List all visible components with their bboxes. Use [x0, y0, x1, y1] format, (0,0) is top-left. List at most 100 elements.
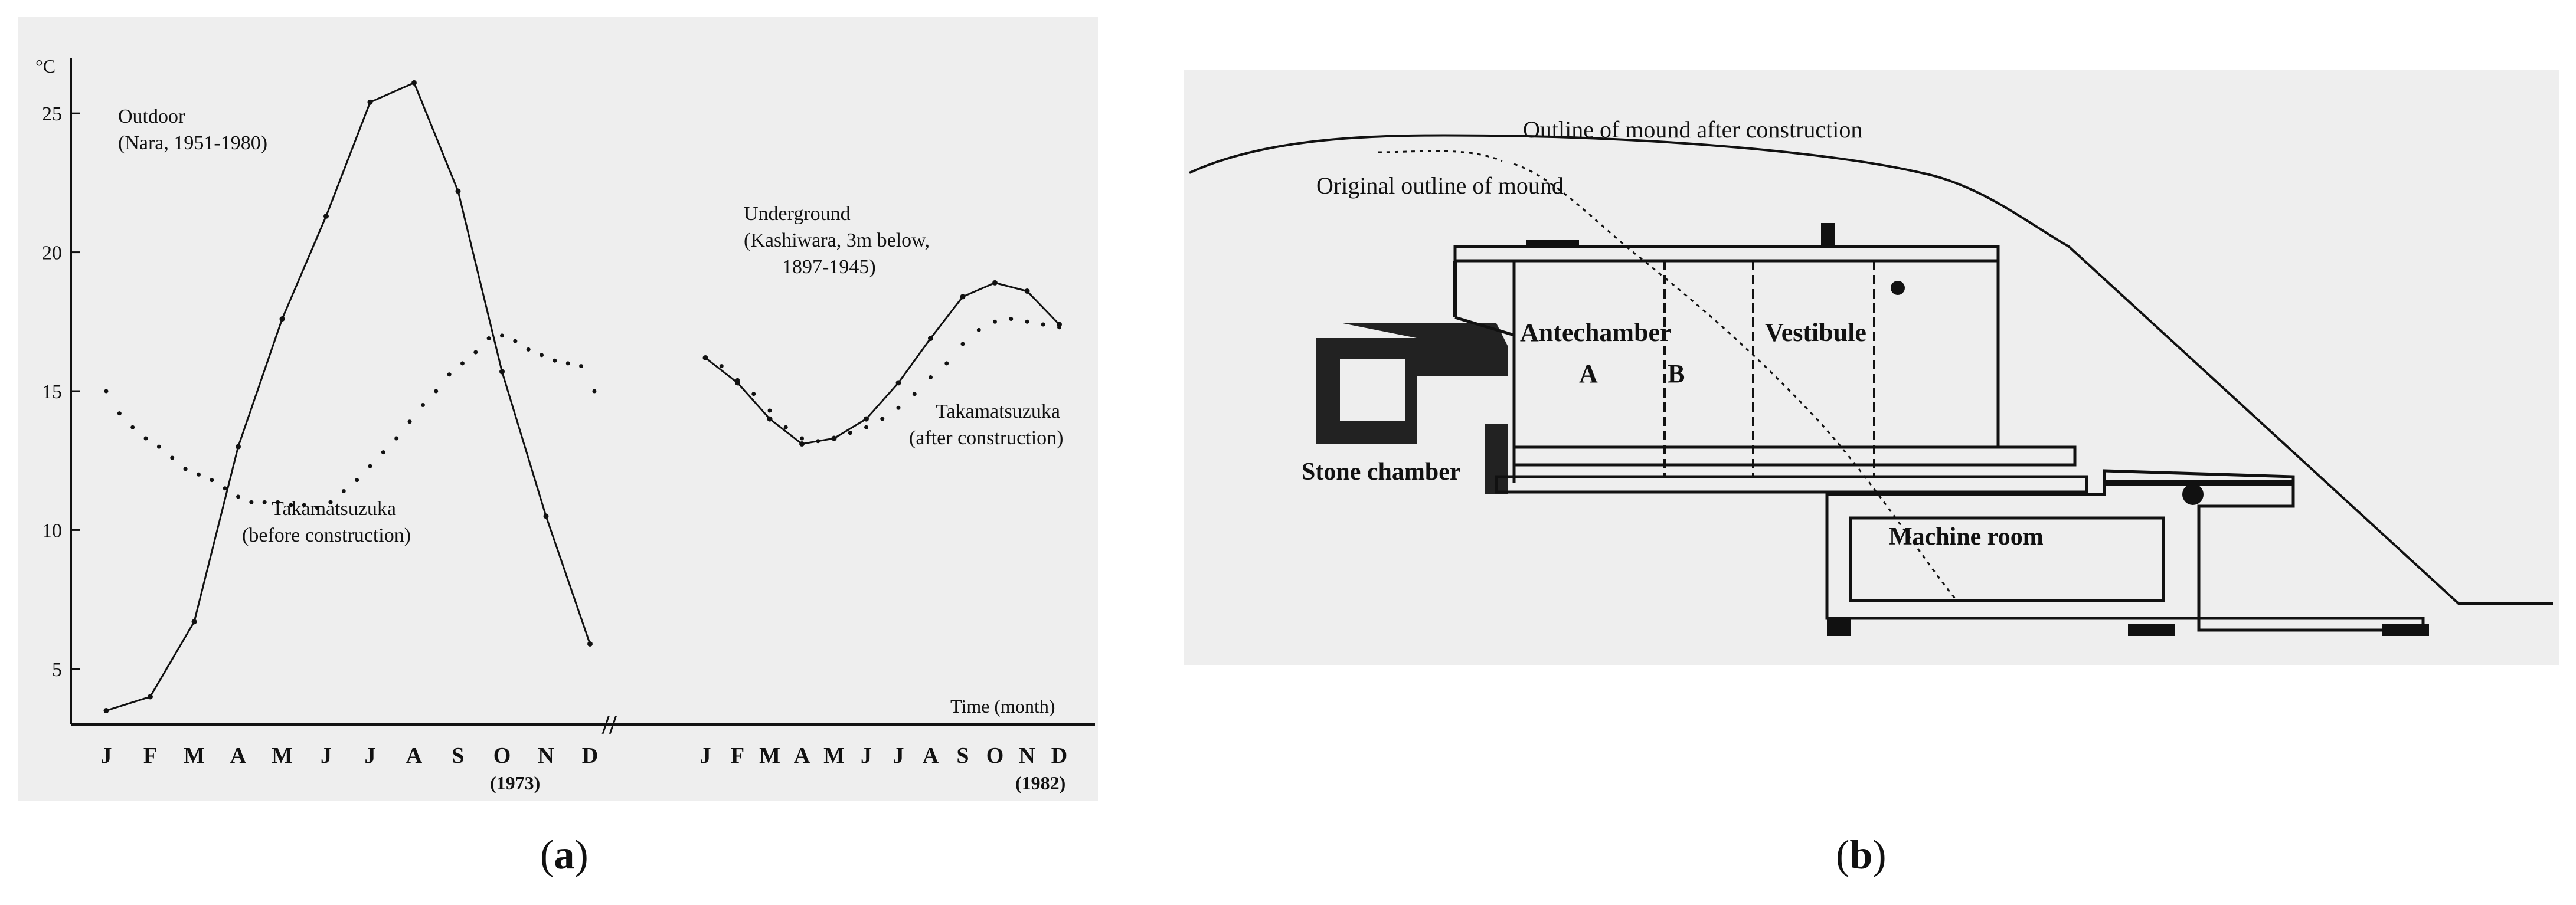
data-point	[592, 389, 597, 394]
x-tick-label: S	[956, 743, 969, 768]
series-1	[104, 333, 597, 510]
data-point	[799, 441, 805, 447]
x-axis-label: Time (month)	[950, 696, 1055, 717]
data-point	[751, 392, 756, 396]
data-point	[944, 361, 949, 366]
data-point	[368, 464, 372, 468]
data-point	[355, 478, 359, 483]
y-unit-label: °C	[35, 55, 55, 77]
data-point	[302, 503, 306, 507]
x-tick-label: A	[794, 743, 810, 768]
data-point	[993, 319, 997, 324]
series-layer	[103, 80, 1062, 713]
data-point	[411, 80, 417, 86]
label-vestibule: Vestibule	[1765, 318, 1866, 347]
tomb-cross-section: Outline of mound after construction Orig…	[1189, 116, 2553, 636]
data-point	[735, 378, 740, 382]
data-point	[864, 425, 868, 429]
data-point	[328, 500, 333, 504]
data-point	[543, 513, 549, 519]
x-tick-label: A	[406, 743, 423, 768]
year-label-1982: (1982)	[1015, 772, 1065, 793]
data-point	[323, 213, 329, 219]
data-point	[1057, 325, 1061, 330]
x-tick-label: M	[759, 743, 780, 768]
data-point	[992, 280, 998, 286]
data-point	[117, 411, 122, 416]
data-point	[210, 478, 214, 483]
annotation-before-construction: Takamatsuzuka (before construction)	[242, 498, 411, 546]
data-point	[767, 416, 773, 422]
x-tick-label: J	[893, 743, 904, 768]
data-point	[800, 436, 804, 441]
temperature-chart: °C Time (month) // (1973) (1982) 5101520…	[35, 55, 1095, 793]
x-tick-label: A	[230, 743, 247, 768]
y-tick-label: 5	[52, 659, 62, 681]
data-point	[703, 356, 708, 360]
data-point	[1024, 288, 1030, 294]
y-tick-label: 20	[42, 242, 62, 264]
x-tick-label: D	[582, 743, 598, 768]
data-point	[143, 436, 148, 441]
label-room-a: A	[1579, 359, 1598, 388]
data-point	[315, 506, 320, 510]
data-point	[249, 500, 254, 504]
data-point	[500, 333, 504, 338]
data-point	[236, 494, 240, 499]
data-point	[1009, 317, 1014, 322]
data-point	[767, 408, 772, 413]
antechamber-frame	[1453, 245, 2000, 263]
data-point	[565, 361, 570, 366]
data-point	[719, 364, 724, 369]
data-point	[455, 188, 461, 194]
data-point	[130, 425, 135, 429]
panel-b-diagram: Outline of mound after construction Orig…	[1184, 70, 2559, 665]
series-line	[106, 81, 591, 711]
label-antechamber: Antechamber	[1520, 318, 1672, 347]
data-point	[912, 392, 917, 396]
data-point	[341, 489, 346, 493]
data-point	[473, 350, 478, 355]
x-tick-label: O	[493, 743, 511, 768]
data-point	[895, 380, 901, 386]
x-tick-label: J	[861, 743, 872, 768]
data-point	[196, 472, 201, 477]
y-tick-label: 15	[42, 381, 62, 403]
label-machine-room: Machine room	[1889, 523, 2044, 550]
data-point	[223, 486, 227, 491]
data-point	[513, 339, 518, 343]
data-point	[434, 389, 439, 394]
data-point	[183, 467, 188, 471]
data-point	[579, 364, 584, 369]
data-point	[104, 389, 109, 394]
data-point	[783, 425, 788, 429]
data-point	[460, 361, 465, 366]
data-point	[236, 444, 241, 450]
data-point	[276, 500, 280, 504]
x-tick-label: M	[272, 743, 293, 768]
x-tick-label: J	[321, 743, 332, 768]
data-point	[928, 336, 933, 342]
y-tick-label: 10	[42, 520, 62, 542]
data-point	[540, 353, 544, 358]
data-point	[499, 369, 505, 375]
data-point	[960, 342, 965, 346]
series-0	[103, 80, 593, 713]
caption-a: (a)	[540, 832, 589, 878]
data-point	[1025, 319, 1029, 324]
data-point	[407, 419, 412, 424]
x-tick-label: M	[184, 743, 205, 768]
data-point	[262, 500, 267, 504]
x-tick-label: O	[986, 743, 1004, 768]
x-tick-label: J	[700, 743, 711, 768]
data-point	[553, 358, 557, 363]
annotation-outdoor: Outdoor (Nara, 1951-1980)	[118, 106, 267, 154]
data-point	[848, 431, 852, 435]
mound-outline-original	[1378, 150, 1958, 601]
x-tick-label: S	[452, 743, 464, 768]
data-point	[279, 316, 285, 322]
annotation-underground: Underground (Kashiwara, 3m below, 1897-1…	[744, 203, 935, 278]
machine-room-shape	[1825, 469, 2425, 632]
